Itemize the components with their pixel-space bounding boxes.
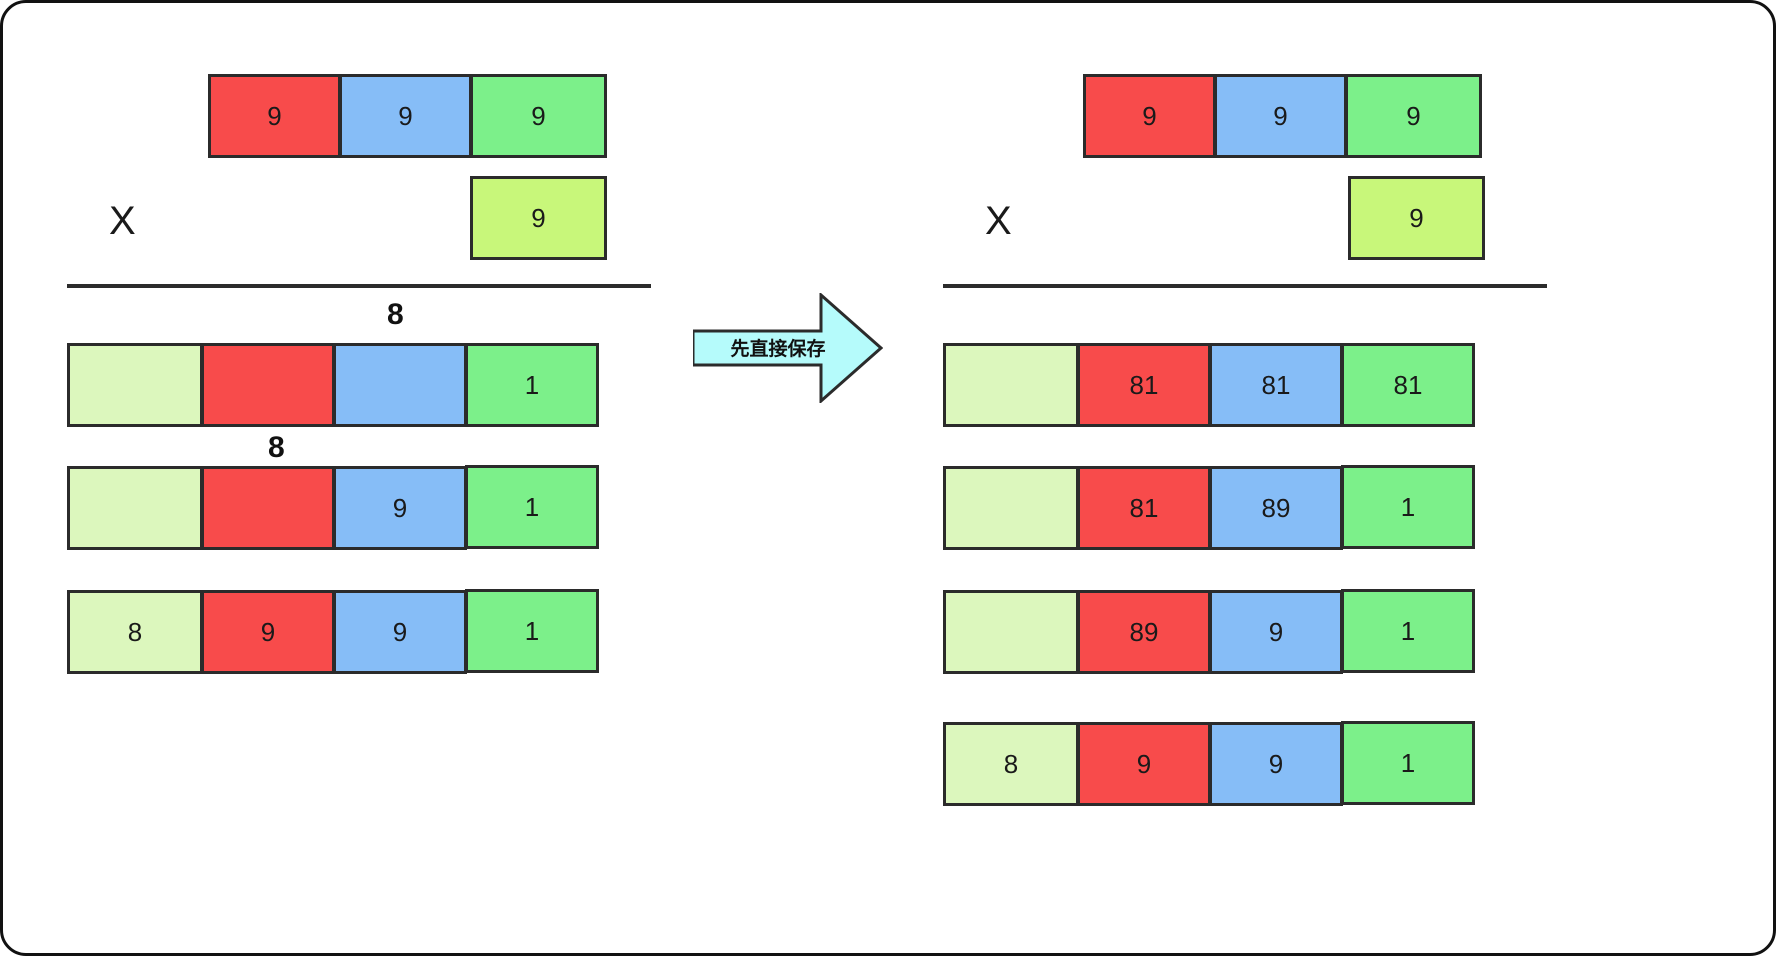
left-row-2-cell-1: 9 (201, 590, 335, 674)
left-carry-label-1: 8 (268, 431, 285, 464)
right-row-1-cell-1: 81 (1077, 466, 1211, 550)
right-multiplicand-cell-1: 9 (1214, 74, 1347, 158)
right-row-3-cell-2: 9 (1209, 722, 1343, 806)
right-row-2-cell-3: 1 (1341, 589, 1475, 673)
left-carry-label-0: 8 (387, 298, 404, 331)
left-row-1-cell-2: 9 (333, 466, 467, 550)
right-multiplier-cell: 9 (1348, 176, 1485, 260)
right-multiplicand-cell-2: 9 (1345, 74, 1482, 158)
left-multiplicand-cell-1: 9 (339, 74, 472, 158)
right-multiply-operator: X (985, 199, 1012, 243)
right-row-0-cell-2: 81 (1209, 343, 1343, 427)
right-row-0-cell-3: 81 (1341, 343, 1475, 427)
left-row-0-cell-2 (333, 343, 467, 427)
transition-arrow: 先直接保存 (693, 293, 883, 403)
left-multiplicand-cell-0: 9 (208, 74, 341, 158)
arrow-shape (693, 293, 883, 403)
left-row-1-cell-3: 1 (465, 465, 599, 549)
right-row-2-cell-0 (943, 590, 1079, 674)
right-multiplicand-cell-0: 9 (1083, 74, 1216, 158)
left-row-2-cell-0: 8 (67, 590, 203, 674)
left-row-2-cell-3: 1 (465, 589, 599, 673)
left-multiplicand-cell-2: 9 (470, 74, 607, 158)
right-row-2-cell-1: 89 (1077, 590, 1211, 674)
left-row-1-cell-0 (67, 466, 203, 550)
right-row-1-cell-2: 89 (1209, 466, 1343, 550)
left-multiplier-cell: 9 (470, 176, 607, 260)
right-row-3-cell-0: 8 (943, 722, 1079, 806)
right-divider-line (943, 284, 1547, 288)
left-row-2-cell-2: 9 (333, 590, 467, 674)
right-row-0-cell-0 (943, 343, 1079, 427)
right-row-3-cell-3: 1 (1341, 721, 1475, 805)
left-divider-line (67, 284, 651, 288)
left-row-0-cell-3: 1 (465, 343, 599, 427)
left-multiply-operator: X (109, 199, 136, 243)
right-row-3-cell-1: 9 (1077, 722, 1211, 806)
right-row-1-cell-0 (943, 466, 1079, 550)
right-row-0-cell-1: 81 (1077, 343, 1211, 427)
left-row-1-cell-1 (201, 466, 335, 550)
right-row-1-cell-3: 1 (1341, 465, 1475, 549)
left-row-0-cell-0 (67, 343, 203, 427)
left-row-0-cell-1 (201, 343, 335, 427)
right-row-2-cell-2: 9 (1209, 590, 1343, 674)
